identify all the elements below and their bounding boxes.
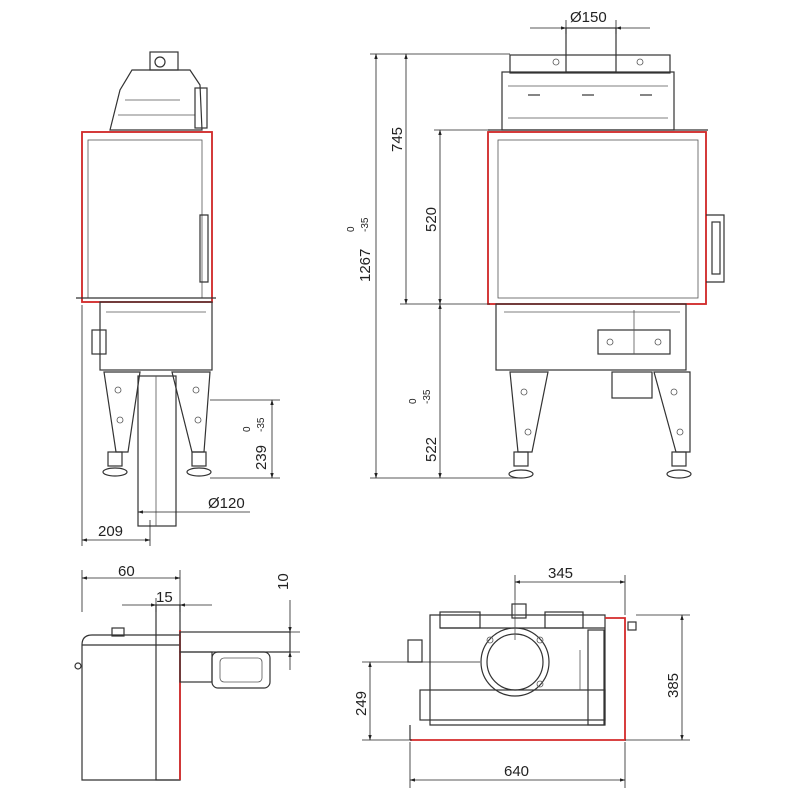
- detail-offset: 15: [156, 589, 173, 606]
- front-glass-outline: [487, 131, 707, 305]
- plan-width: 640: [504, 763, 529, 780]
- front-flue-diameter: Ø150: [570, 9, 607, 26]
- detail-view: 60 15 10: [74, 563, 300, 781]
- side-handle: [199, 214, 209, 283]
- plan-view: 345 249 385 640: [353, 565, 690, 788]
- front-total-tol-upper: 0: [346, 226, 357, 232]
- detail-body: [74, 604, 291, 781]
- detail-dimensions: 60 15 10: [81, 563, 300, 670]
- front-dimensions: 1267 0 -35 745 520 522 0 -35: [346, 53, 520, 479]
- side-leg-height: 239: [253, 445, 270, 470]
- side-leg-tol-upper: 0: [242, 426, 253, 432]
- side-view: 239 0 -35 Ø120 209: [76, 51, 280, 546]
- front-firebox: [487, 131, 725, 305]
- side-leg-tol-lower: -35: [256, 417, 267, 432]
- front-base-tol-upper: 0: [408, 398, 419, 404]
- front-base-height: 522: [423, 437, 440, 462]
- plan-flue-offset: 249: [353, 691, 370, 716]
- side-top-cover: [109, 51, 208, 131]
- front-flue: Ø150: [509, 9, 671, 74]
- side-offset-width: 209: [98, 523, 123, 540]
- plan-handle: [627, 621, 637, 631]
- front-frame-height: 745: [389, 127, 406, 152]
- front-top-box: [488, 71, 708, 131]
- side-air-duct: [137, 375, 177, 527]
- side-duct-diameter: Ø120: [208, 495, 245, 512]
- plan-glass-outline: [410, 617, 626, 741]
- plan-body: [407, 600, 637, 741]
- detail-lip: 10: [275, 573, 292, 590]
- side-legs: [102, 371, 212, 527]
- side-glass-outline: [81, 131, 213, 303]
- front-glass-height: 520: [423, 207, 440, 232]
- front-base-housing: [495, 303, 687, 371]
- side-dimensions: 239 0 -35 Ø120 209: [81, 305, 280, 546]
- front-view: Ø150: [346, 9, 725, 479]
- front-handle: [706, 214, 725, 283]
- front-total-tol-lower: -35: [360, 217, 371, 232]
- detail-depth: 60: [118, 563, 135, 580]
- side-firebox: [76, 131, 216, 303]
- plan-dimensions: 345 249 385 640: [353, 565, 690, 788]
- front-total-height: 1267: [357, 249, 374, 282]
- plan-depth: 385: [665, 673, 682, 698]
- plan-half-width: 345: [548, 565, 573, 582]
- front-base-tol-lower: -35: [422, 389, 433, 404]
- side-base-housing: [91, 301, 213, 371]
- front-legs: [508, 371, 692, 479]
